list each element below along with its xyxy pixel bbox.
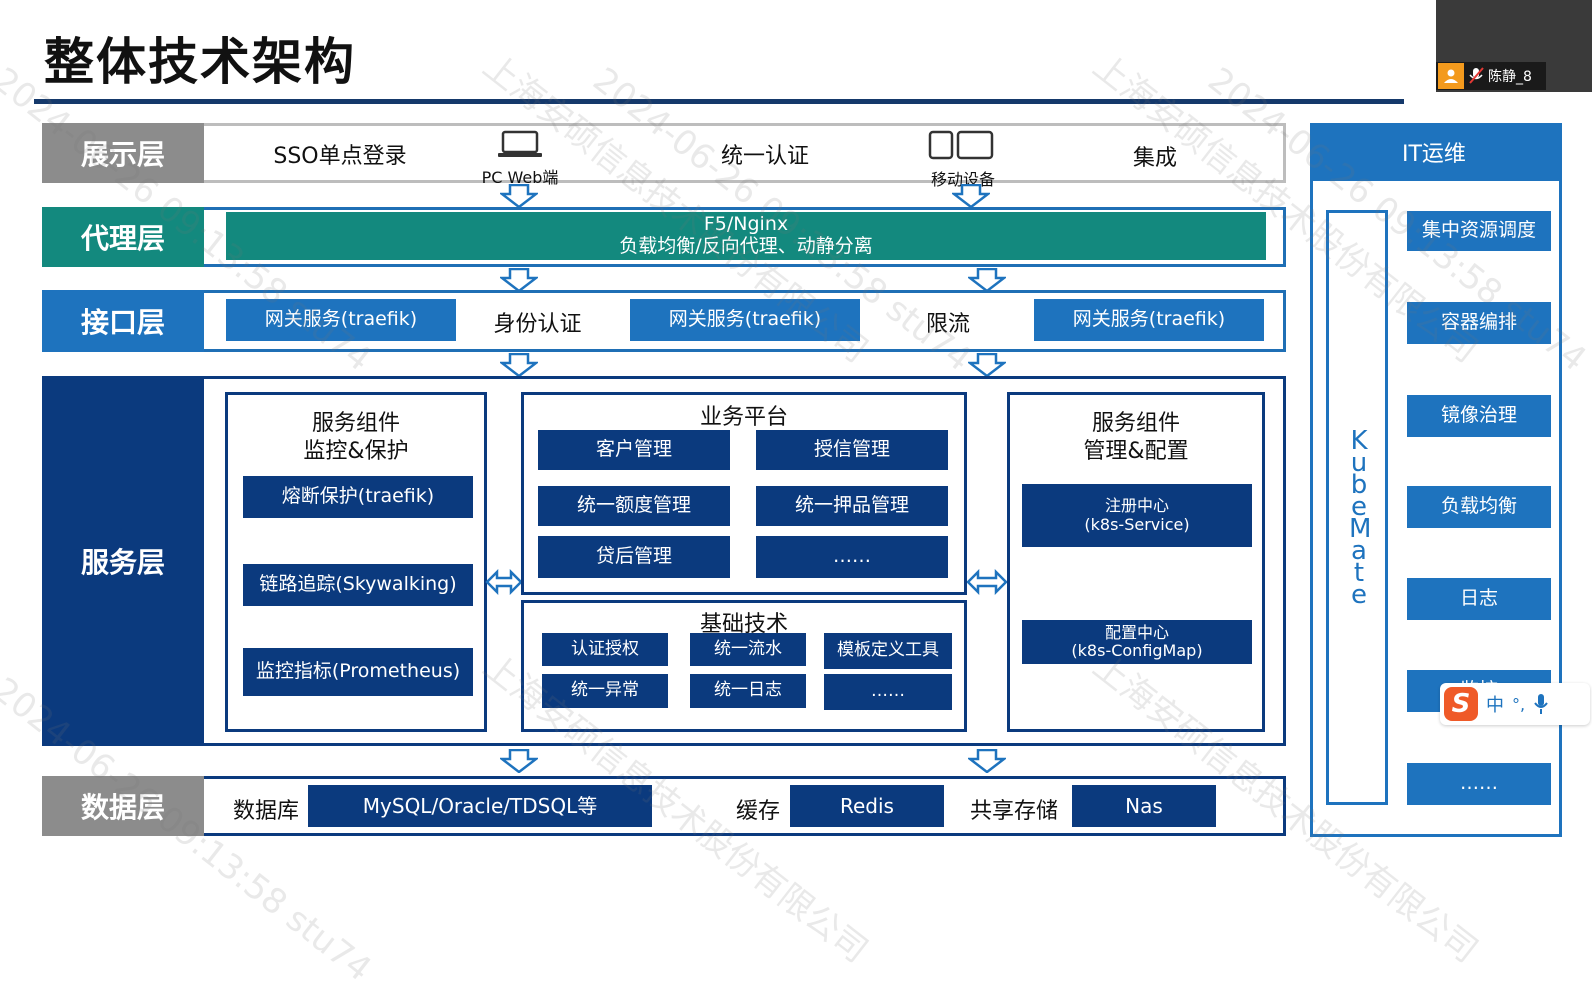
foundation-tech-box bbox=[521, 600, 967, 732]
double-arrow-icon bbox=[485, 569, 523, 595]
config-center-line2: (k8s-ConfigMap) bbox=[1071, 641, 1203, 660]
logging-chip: 日志 bbox=[1407, 578, 1551, 620]
cache-chip: Redis bbox=[790, 785, 944, 827]
circuit-breaker-chip: 熔断保护(traefik) bbox=[243, 476, 473, 518]
post-loan-mgmt-chip: 贷后管理 bbox=[538, 536, 730, 578]
gateway-service-2: 网关服务(traefik) bbox=[630, 299, 860, 341]
container-orchestration-chip: 容器编排 bbox=[1407, 302, 1551, 344]
f5-nginx-line2: 负载均衡/反向代理、动静分离 bbox=[619, 235, 873, 257]
layer-label-service-text: 服务层 bbox=[80, 546, 165, 579]
manage-config-box bbox=[1007, 392, 1265, 732]
layer-label-proxy-text: 代理层 bbox=[80, 222, 165, 255]
cache-label: 缓存 bbox=[735, 799, 780, 824]
arrow-down-icon bbox=[968, 268, 1006, 292]
exception-chip: 统一异常 bbox=[542, 674, 668, 708]
it-ops-header: IT运维 bbox=[1310, 123, 1562, 181]
ime-toolbar[interactable]: S 中 °, bbox=[1440, 683, 1590, 725]
config-center-line1: 配置中心 bbox=[1104, 622, 1169, 642]
image-governance-chip: 镜像治理 bbox=[1407, 395, 1551, 437]
arrow-down-icon bbox=[500, 749, 538, 773]
ime-lang-toggle[interactable]: 中 bbox=[1486, 695, 1504, 716]
it-ops-more-chip: …… bbox=[1407, 763, 1551, 805]
laptop-icon bbox=[497, 130, 543, 160]
page-title: 整体技术架构 bbox=[44, 33, 356, 91]
f5-nginx-block: F5/Nginx 负载均衡/反向代理、动静分离 bbox=[226, 212, 1266, 260]
unified-auth-label: 统一认证 bbox=[720, 144, 809, 169]
gateway-service-3: 网关服务(traefik) bbox=[1034, 299, 1264, 341]
quota-mgmt-chip: 统一额度管理 bbox=[538, 486, 730, 526]
layer-label-proxy: 代理层 bbox=[42, 207, 204, 267]
layer-label-display-text: 展示层 bbox=[80, 138, 165, 171]
mobile-devices-icon bbox=[928, 130, 994, 160]
mic-muted-icon bbox=[1468, 67, 1484, 85]
registry-center-line1: 注册中心 bbox=[1104, 496, 1169, 516]
template-tool-chip: 模板定义工具 bbox=[824, 633, 952, 669]
layer-label-interface-text: 接口层 bbox=[80, 306, 165, 339]
config-center-chip: 配置中心 (k8s-ConfigMap) bbox=[1022, 620, 1252, 664]
monitor-protect-box bbox=[225, 392, 487, 732]
double-arrow-icon bbox=[966, 569, 1008, 595]
foundation-tech-title: 基础技术 bbox=[699, 612, 788, 637]
arrow-down-icon bbox=[968, 353, 1006, 377]
rate-limit-label: 限流 bbox=[925, 312, 970, 337]
business-platform-title: 业务平台 bbox=[699, 405, 788, 430]
video-user-name: 陈静_8 bbox=[1488, 69, 1532, 85]
title-underline bbox=[34, 99, 1404, 104]
arrow-down-icon bbox=[500, 184, 538, 208]
foundation-more-chip: …… bbox=[824, 674, 952, 710]
storage-chip: Nas bbox=[1072, 785, 1216, 827]
layer-label-interface: 接口层 bbox=[42, 290, 204, 352]
avatar-icon bbox=[1438, 63, 1464, 89]
microphone-icon[interactable] bbox=[1533, 693, 1549, 715]
registry-center-chip: 注册中心 (k8s-Service) bbox=[1022, 484, 1252, 547]
sso-label: SSO单点登录 bbox=[273, 144, 407, 169]
ime-logo-icon[interactable]: S bbox=[1444, 687, 1478, 721]
flow-chip: 统一流水 bbox=[690, 633, 806, 666]
metrics-chip: 监控指标(Prometheus) bbox=[243, 648, 473, 696]
customer-mgmt-chip: 客户管理 bbox=[538, 430, 730, 470]
f5-nginx-line1: F5/Nginx bbox=[703, 213, 789, 236]
database-label: 数据库 bbox=[232, 799, 299, 824]
gateway-service-1: 网关服务(traefik) bbox=[226, 299, 456, 341]
collateral-mgmt-chip: 统一押品管理 bbox=[756, 486, 948, 526]
credit-mgmt-chip: 授信管理 bbox=[756, 430, 948, 470]
kubemate-text: KubeMate bbox=[1349, 426, 1372, 610]
it-ops-title: IT运维 bbox=[1402, 142, 1466, 167]
display-row bbox=[204, 123, 1286, 183]
ime-punct-toggle[interactable]: °, bbox=[1512, 694, 1526, 714]
registry-center-line2: (k8s-Service) bbox=[1084, 514, 1190, 534]
load-balancing-chip: 负载均衡 bbox=[1407, 486, 1551, 528]
monitor-protect-title: 服务组件 监控&保护 bbox=[225, 410, 487, 466]
resource-scheduling-chip: 集中资源调度 bbox=[1407, 211, 1551, 251]
monitor-protect-title-2: 监控&保护 bbox=[303, 439, 409, 464]
pc-web-label: PC Web端 bbox=[481, 168, 559, 187]
identity-auth-label: 身份认证 bbox=[493, 312, 582, 337]
layer-label-data: 数据层 bbox=[42, 776, 204, 836]
integration-label: 集成 bbox=[1132, 146, 1177, 171]
business-more-chip: …… bbox=[756, 536, 948, 578]
layer-label-data-text: 数据层 bbox=[80, 791, 165, 824]
kubemate-label: KubeMate bbox=[1344, 426, 1374, 610]
tracing-chip: 链路追踪(Skywalking) bbox=[243, 564, 473, 606]
manage-config-title-2: 管理&配置 bbox=[1083, 439, 1189, 464]
auth-chip: 认证授权 bbox=[542, 633, 668, 666]
arrow-down-icon bbox=[968, 749, 1006, 773]
kubemate-bar bbox=[1326, 210, 1388, 805]
arrow-down-icon bbox=[952, 184, 990, 208]
manage-config-title: 服务组件 管理&配置 bbox=[1007, 410, 1265, 466]
storage-label: 共享存储 bbox=[969, 799, 1058, 824]
monitor-protect-title-1: 服务组件 bbox=[311, 411, 400, 436]
video-user-tag: 陈静_8 bbox=[1436, 62, 1546, 90]
layer-label-service: 服务层 bbox=[42, 376, 204, 746]
arrow-down-icon bbox=[500, 268, 538, 292]
arrow-down-icon bbox=[500, 353, 538, 377]
database-chip: MySQL/Oracle/TDSQL等 bbox=[308, 785, 652, 827]
layer-label-display: 展示层 bbox=[42, 123, 204, 183]
log-chip: 统一日志 bbox=[690, 674, 806, 708]
business-platform-box bbox=[521, 392, 967, 595]
manage-config-title-1: 服务组件 bbox=[1091, 411, 1180, 436]
